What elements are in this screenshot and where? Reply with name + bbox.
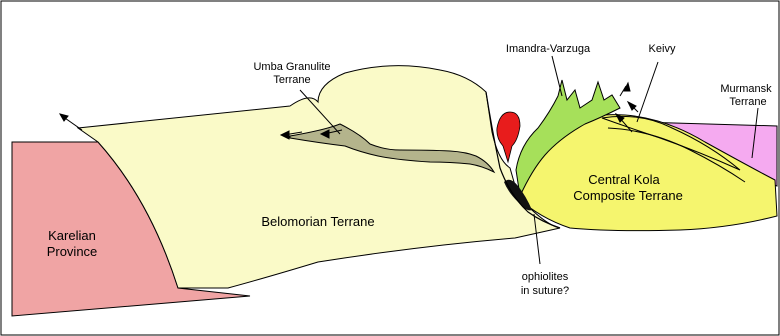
keivy-label: Keivy bbox=[649, 43, 676, 55]
umba-label-line2: Terrane bbox=[273, 74, 310, 86]
karelian-label-line1: Karelian bbox=[48, 228, 96, 243]
murmansk-label-line2: Terrane bbox=[729, 96, 766, 108]
umba-label-line1: Umba Granulite bbox=[253, 61, 330, 73]
ophiolites-label-line2: in suture? bbox=[521, 285, 569, 297]
ophiolites-label-line1: ophiolites bbox=[522, 271, 569, 283]
karelian-label-line2: Province bbox=[47, 244, 98, 259]
central-kola-label-line2: Composite Terrane bbox=[573, 188, 683, 203]
central-kola-label-line1: Central Kola bbox=[588, 172, 660, 187]
belomorian-label: Belomorian Terrane bbox=[261, 214, 374, 229]
murmansk-label-line1: Murmansk bbox=[720, 83, 772, 95]
imandra-varzuga-label: Imandra-Varzuga bbox=[506, 43, 591, 55]
